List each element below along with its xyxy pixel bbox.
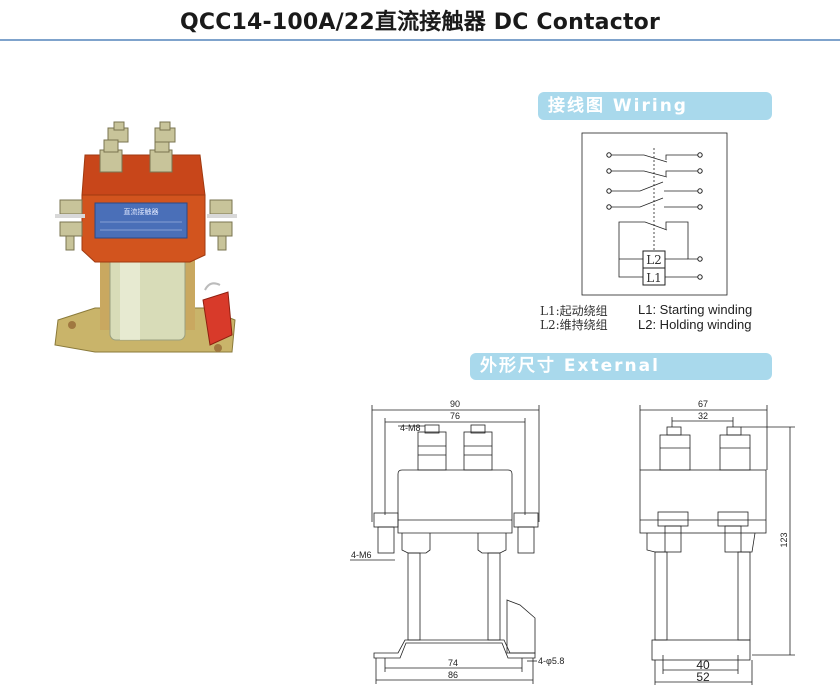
contactor-illustration: 直流接触器 xyxy=(54,121,237,353)
side-view: 67 32 123 40 52 xyxy=(639,399,795,685)
terminal-points xyxy=(606,152,703,280)
front-view: 90 76 4-M8 4-M6 4-φ5.8 74 86 xyxy=(350,399,564,684)
dim-side-52: 52 xyxy=(696,670,710,684)
dim-front-74: 74 xyxy=(448,658,458,668)
coil-l2-label: L2 xyxy=(646,253,662,267)
nameplate-text: 直流接触器 xyxy=(124,207,159,216)
dim-front-90: 90 xyxy=(450,399,460,409)
dim-side-67: 67 xyxy=(698,399,708,409)
contacts xyxy=(611,148,698,278)
dim-side-123: 123 xyxy=(779,532,789,547)
legend-cn-l2: L2:维持绕组 xyxy=(540,318,608,332)
dim-front-hole: 4-φ5.8 xyxy=(538,656,564,666)
dimensions-heading: 外形尺寸 External Dimensions xyxy=(470,353,772,403)
coil-l1-label: L1 xyxy=(646,271,662,285)
legend-en-l2: L2: Holding winding xyxy=(638,317,752,332)
legend-en-l1: L1: Starting winding xyxy=(638,302,753,317)
dim-front-86: 86 xyxy=(448,670,458,680)
coil-l1 xyxy=(642,267,666,286)
wiring-frame xyxy=(581,132,728,296)
dim-front-m6: 4-M6 xyxy=(351,550,372,560)
title-divider xyxy=(0,39,840,41)
dim-side-32: 32 xyxy=(698,411,708,421)
dim-front-76: 76 xyxy=(450,411,460,421)
wiring-diagram-heading: 接线图 Wiring diagram xyxy=(538,92,772,144)
dim-front-m8: 4-M8 xyxy=(400,423,421,433)
page-title: QCC14-100A/22直流接触器 DC Contactor xyxy=(179,10,661,35)
legend-cn-l1: L1:起动绕组 xyxy=(540,304,608,318)
dim-side-40: 40 xyxy=(696,658,710,672)
